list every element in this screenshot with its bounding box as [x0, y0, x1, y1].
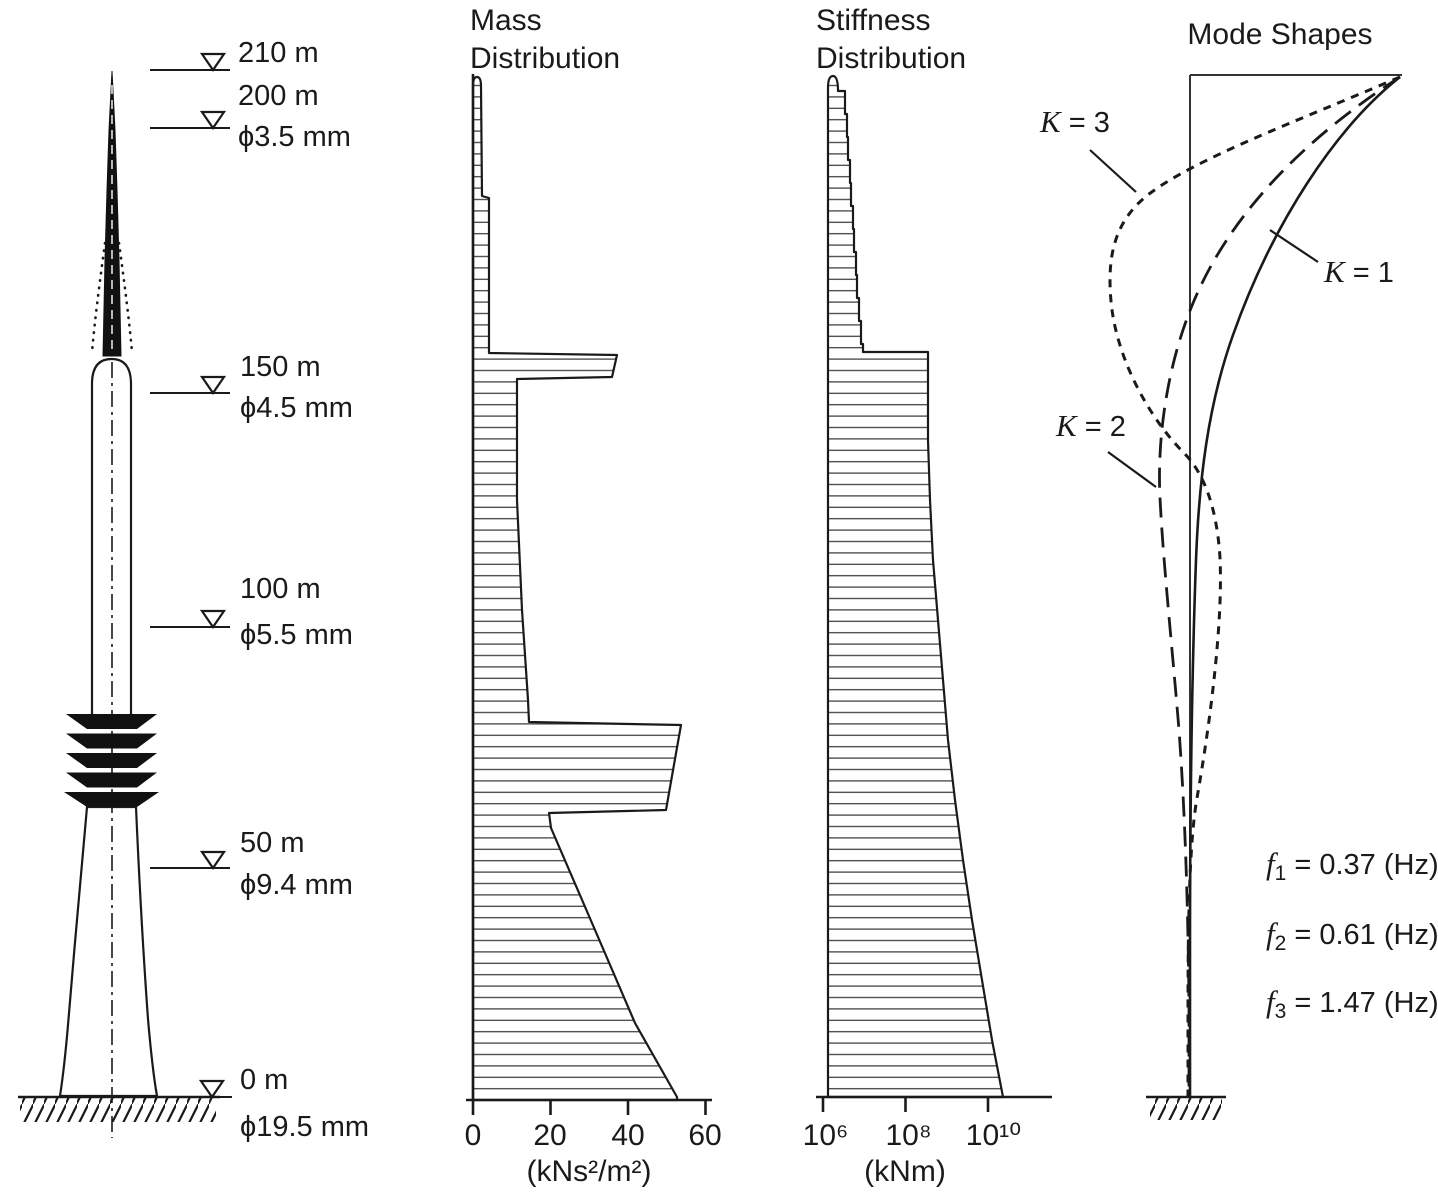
mass-distribution-chart — [466, 74, 712, 1115]
dish — [66, 772, 157, 788]
f3-value: = 1.47 (Hz) — [1286, 987, 1438, 1019]
f2-symbol: f — [1266, 916, 1275, 951]
level-marker-150m — [150, 375, 230, 395]
level-label-0m: 0 m — [240, 1064, 289, 1096]
level-label-50m: 50 m — [240, 827, 305, 859]
stiffness-tick-1e10: 10¹⁰ — [965, 1119, 1022, 1152]
dish — [66, 733, 157, 749]
diameter-label-50m: ϕ9.4 mm — [240, 869, 353, 901]
k2-leader-line — [1107, 451, 1157, 488]
level-marker-50m — [150, 850, 230, 870]
k1-leader-line — [1269, 229, 1319, 263]
mass-x-ticks — [471, 1100, 707, 1115]
mass-tick-40: 40 — [611, 1119, 645, 1152]
level-markers — [150, 52, 232, 1099]
dish — [66, 714, 157, 729]
level-marker-0m — [192, 1079, 232, 1099]
stiffness-chart-title: Stiffness Distribution — [816, 2, 966, 77]
tower-platform-dishes — [64, 714, 159, 807]
mass-tick-60: 60 — [688, 1119, 722, 1152]
k3-label: K = 3 — [1040, 104, 1110, 141]
level-label-200m: 200 m — [238, 80, 319, 112]
dish — [66, 753, 157, 768]
stiffness-tick-1e6: 10⁶ — [802, 1119, 849, 1152]
mode-shapes-title: Mode Shapes — [1187, 18, 1373, 51]
f2-value: = 0.61 (Hz) — [1286, 919, 1438, 951]
mass-tick-0: 0 — [464, 1119, 482, 1152]
diameter-label-200m: ϕ3.5 mm — [238, 121, 351, 153]
level-label-150m: 150 m — [240, 351, 321, 383]
k1-symbol: K — [1324, 254, 1345, 289]
diameter-label-0m: ϕ19.5 mm — [240, 1111, 370, 1143]
k2-symbol: K — [1056, 408, 1077, 443]
level-label-210m: 210 m — [238, 37, 319, 69]
f1-value: = 0.37 (Hz) — [1286, 849, 1438, 881]
mode-shape-k1-curve — [1188, 75, 1401, 1097]
mass-axis-unit: (kNs²/m²) — [526, 1155, 652, 1188]
mass-title-line1: Mass — [470, 4, 542, 37]
k2-value: = 2 — [1076, 411, 1126, 443]
antenna-cone-dotted-left — [90, 241, 107, 354]
mode-shapes-chart — [1089, 74, 1402, 1120]
level-marker-200m — [150, 110, 230, 130]
mode-shape-k2-curve — [1158, 75, 1401, 1097]
stiffness-title-line2: Distribution — [816, 41, 967, 75]
mode-ground-hatch — [1150, 1098, 1222, 1120]
mass-title-line2: Distribution — [470, 41, 621, 75]
antenna-cone-dotted-right — [117, 241, 134, 354]
stiffness-tick-1e8: 10⁸ — [885, 1119, 932, 1152]
stiffness-title-line1: Stiffness — [816, 4, 931, 37]
mass-chart-title: Mass Distribution — [470, 2, 620, 77]
k2-label: K = 2 — [1056, 408, 1126, 445]
stiffness-profile — [826, 74, 1005, 1099]
k3-value: = 3 — [1060, 107, 1110, 139]
level-label-100m: 100 m — [240, 573, 321, 605]
k3-leader-line — [1089, 149, 1137, 193]
f2-subscript: 2 — [1274, 932, 1287, 955]
frequency-1: f1 = 0.37 (Hz) — [1266, 846, 1438, 887]
k3-symbol: K — [1040, 104, 1061, 139]
diameter-label-150m: ϕ4.5 mm — [240, 392, 353, 424]
f1-subscript: 1 — [1274, 862, 1287, 885]
level-marker-100m — [150, 609, 230, 629]
frequency-2: f2 = 0.61 (Hz) — [1266, 916, 1438, 957]
ground-hatch — [20, 1098, 216, 1122]
f3-subscript: 3 — [1274, 1000, 1287, 1023]
mass-tick-20: 20 — [533, 1119, 567, 1152]
stiffness-distribution-chart — [816, 74, 1052, 1112]
f1-symbol: f — [1266, 846, 1275, 881]
mode-shape-k3-curve — [1108, 75, 1401, 1097]
stiffness-axis-unit: (kNm) — [864, 1155, 946, 1188]
tower-lower-flare — [58, 805, 159, 1098]
mass-profile — [471, 75, 683, 1102]
level-marker-210m — [150, 52, 230, 72]
stiffness-x-ticks — [821, 1097, 990, 1112]
frequency-3: f3 = 1.47 (Hz) — [1266, 984, 1438, 1025]
k1-label: K = 1 — [1324, 254, 1394, 291]
f3-symbol: f — [1266, 984, 1275, 1019]
diameter-label-100m: ϕ5.5 mm — [240, 619, 353, 651]
dish — [64, 792, 159, 807]
k1-value: = 1 — [1344, 257, 1394, 289]
tower-drawing — [18, 52, 232, 1138]
